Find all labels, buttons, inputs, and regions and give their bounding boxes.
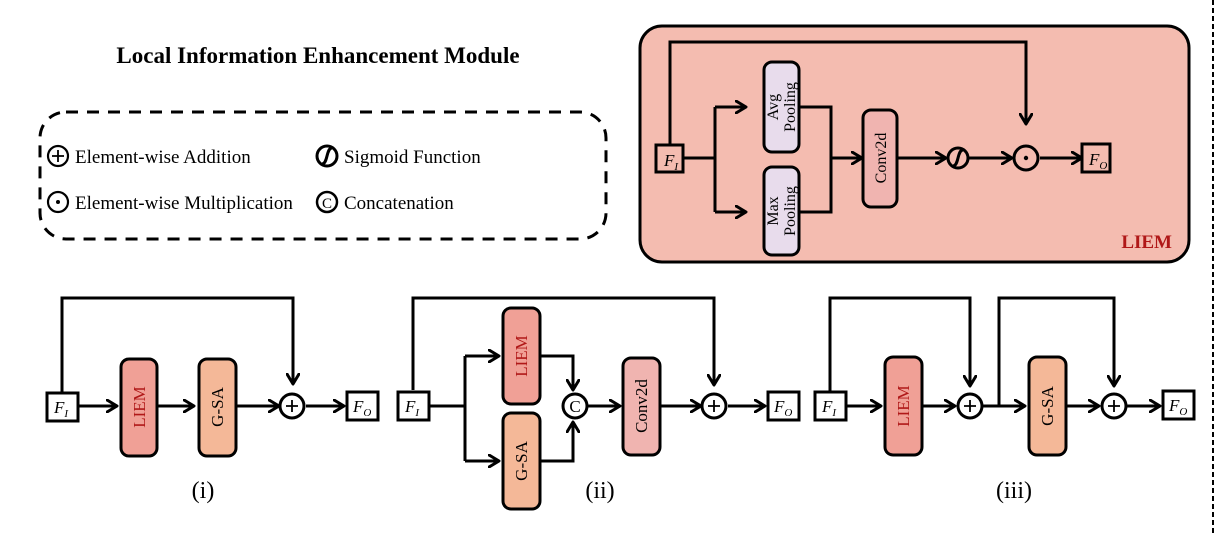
legend: Element-wise Addition Sigmoid Function E…	[38, 110, 608, 241]
skip-connection	[411, 296, 714, 390]
conv2d-block: Conv2d	[861, 108, 899, 209]
svg-text:FO: FO	[773, 397, 792, 419]
svg-text:LIEM: LIEM	[130, 386, 149, 428]
sigmoid-icon	[946, 146, 970, 170]
svg-text:C: C	[569, 397, 580, 416]
svg-text:Pooling: Pooling	[782, 186, 799, 236]
circle-c-icon: C	[315, 190, 339, 214]
svg-text:FI: FI	[404, 397, 420, 419]
circle-plus-icon	[956, 392, 984, 420]
svg-text:G-SA: G-SA	[1038, 385, 1057, 425]
legend-item-multiplication: Element-wise Multiplication	[46, 190, 293, 214]
arrow	[540, 354, 573, 390]
svg-text:LIEM: LIEM	[894, 385, 913, 427]
circle-plus-icon	[1100, 392, 1128, 420]
max-pooling-block: Max Pooling	[762, 165, 801, 257]
svg-text:G-SA: G-SA	[512, 440, 531, 480]
svg-text:FO: FO	[352, 397, 371, 419]
liem-block: LIEM	[883, 355, 924, 457]
circle-dot-icon	[46, 190, 70, 214]
gsa-block: G-SA	[1027, 355, 1068, 457]
legend-item-concatenation: C Concatenation	[315, 190, 454, 214]
circle-c-icon: C	[561, 392, 589, 420]
output-node: FO	[345, 390, 380, 422]
circle-plus-icon	[278, 392, 306, 420]
gsa-block: G-SA	[501, 411, 542, 511]
legend-label: Concatenation	[344, 193, 454, 214]
svg-text:FI: FI	[663, 151, 679, 173]
caption: (iii)	[996, 478, 1032, 504]
liem-block: LIEM	[501, 306, 542, 406]
circle-plus-icon	[700, 392, 728, 420]
output-node: FO	[1161, 389, 1196, 421]
svg-text:FO: FO	[1088, 150, 1107, 172]
input-node: FI	[45, 391, 80, 423]
skip-connection	[828, 296, 970, 391]
circle-dot-icon	[1012, 144, 1040, 172]
legend-label: Element-wise Multiplication	[75, 193, 293, 214]
input-node: FI	[396, 390, 431, 422]
skip-connection	[668, 40, 1026, 148]
gsa-block: G-SA	[197, 357, 238, 458]
svg-text:Conv2d: Conv2d	[632, 379, 651, 433]
input-node: FI	[813, 390, 848, 422]
caption: (i)	[192, 478, 215, 504]
legend-label: Element-wise Addition	[75, 147, 251, 168]
legend-label: Sigmoid Function	[344, 147, 481, 168]
svg-text:FI: FI	[821, 397, 837, 419]
legend-item-sigmoid: Sigmoid Function	[315, 144, 481, 168]
conv2d-block: Conv2d	[621, 356, 662, 457]
avg-pooling-block: Avg Pooling	[762, 60, 801, 154]
page-title: Local Information Enhancement Module	[116, 43, 519, 68]
variant-i: FI LIEM G-SA FO (i)	[45, 296, 380, 504]
svg-text:C: C	[322, 196, 332, 212]
liem-input-node: FI	[654, 143, 685, 174]
sigmoid-icon	[315, 144, 339, 168]
variant-ii: FI LIEM G-SA C Conv2d FO (ii)	[396, 296, 801, 511]
svg-text:G-SA: G-SA	[208, 386, 227, 426]
liem-block: LIEM	[119, 357, 159, 458]
output-node: FO	[766, 390, 801, 422]
svg-text:Pooling: Pooling	[782, 82, 799, 132]
liem-panel: FI Avg Pooling Max Pooling Conv2d	[638, 24, 1191, 264]
liem-panel-label: LIEM	[1121, 232, 1172, 253]
svg-text:Conv2d: Conv2d	[873, 133, 890, 184]
circle-plus-icon	[46, 144, 70, 168]
skip-connection	[60, 296, 293, 393]
legend-border	[38, 110, 608, 241]
svg-text:FI: FI	[53, 398, 69, 420]
caption: (ii)	[585, 478, 614, 504]
svg-text:Max: Max	[765, 196, 782, 225]
legend-item-addition: Element-wise Addition	[46, 144, 251, 168]
skip-connection	[997, 296, 1114, 405]
svg-text:LIEM: LIEM	[512, 335, 531, 377]
variant-iii: FI LIEM G-SA FO (iii)	[813, 296, 1196, 504]
svg-text:Avg: Avg	[765, 94, 782, 120]
svg-text:FO: FO	[1168, 396, 1187, 418]
liem-output-node: FO	[1080, 142, 1112, 174]
arrow	[540, 422, 573, 463]
